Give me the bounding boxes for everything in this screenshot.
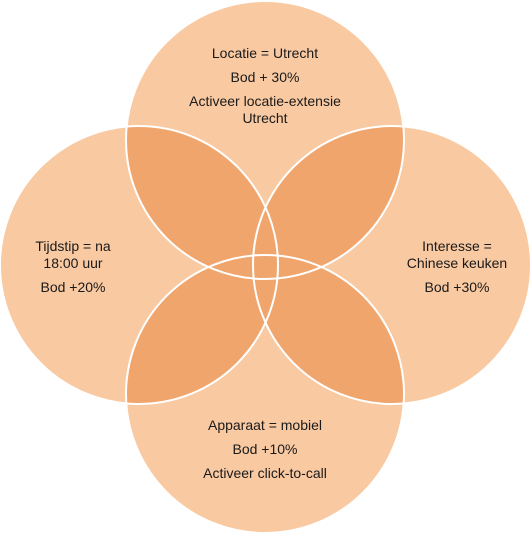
label-time-condition-value: 18:00 uur: [43, 255, 103, 271]
label-device-condition: Apparaat = mobiel: [207, 417, 323, 433]
circle-left-outline: [0, 125, 279, 405]
circle-top-outline: [125, 0, 405, 280]
circle-right-outline: [252, 125, 532, 405]
label-location-action: Activeer locatie-extensie: [189, 93, 341, 109]
label-location: Locatie = Utrecht Bod + 30% Activeer loc…: [165, 45, 365, 127]
label-interest-condition: Interesse =: [422, 238, 492, 254]
label-time-bid: Bod +20%: [40, 279, 106, 295]
label-interest-condition-value: Chinese keuken: [406, 255, 508, 271]
label-device: Apparaat = mobiel Bod +10% Activeer clic…: [165, 417, 365, 482]
label-time: Tijdstip = na 18:00 uur Bod +20%: [8, 238, 138, 296]
label-time-condition: Tijdstip = na: [35, 238, 111, 254]
label-device-action: Activeer click-to-call: [203, 465, 327, 481]
label-location-bid: Bod + 30%: [230, 69, 300, 85]
label-interest: Interesse = Chinese keuken Bod +30%: [392, 238, 522, 296]
label-location-condition: Locatie = Utrecht: [211, 45, 319, 61]
circle-bottom-outline: [125, 254, 405, 534]
label-device-bid: Bod +10%: [232, 441, 298, 457]
label-interest-bid: Bod +30%: [424, 279, 490, 295]
overlap-center: [126, 255, 404, 279]
label-location-action-city: Utrecht: [242, 110, 288, 126]
